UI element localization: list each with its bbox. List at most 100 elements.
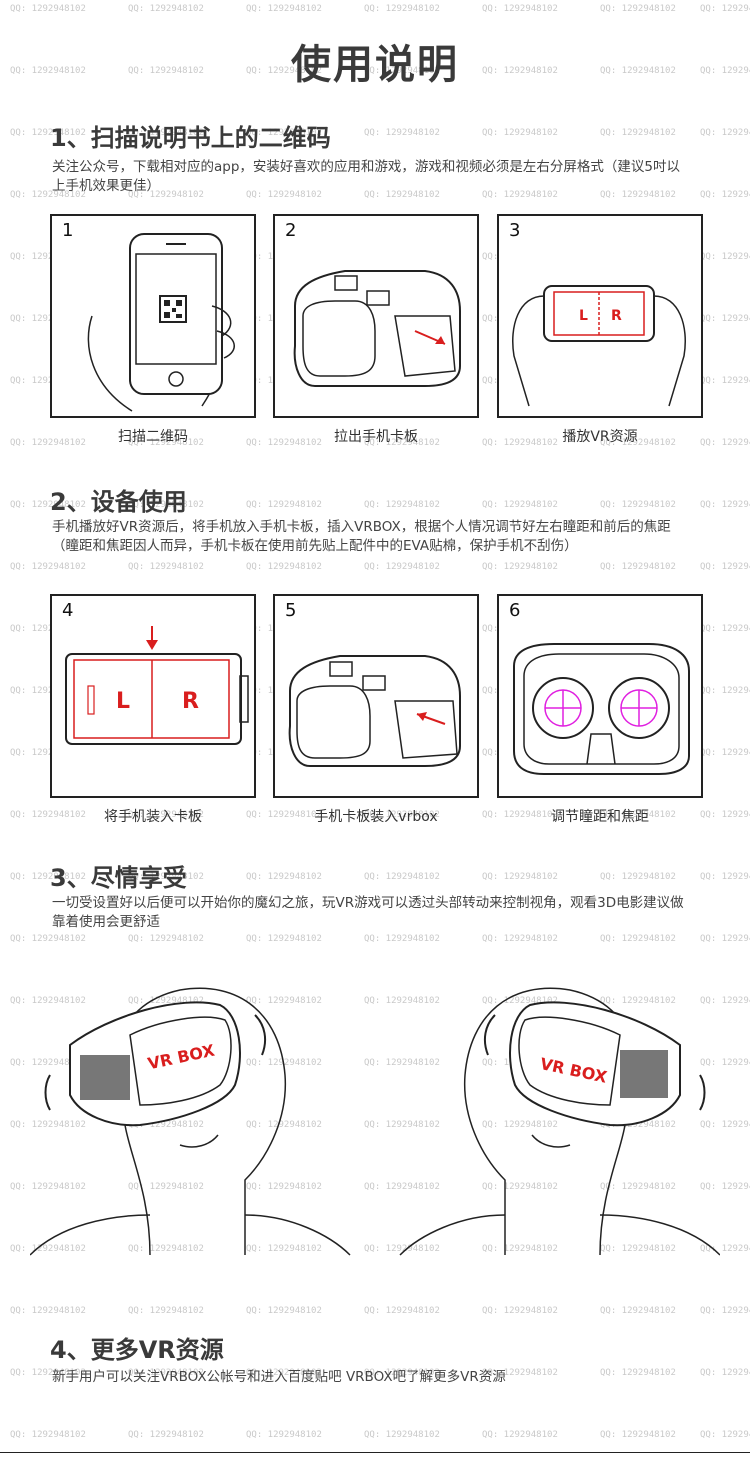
bottom-divider xyxy=(0,1452,750,1453)
watermark-text: QQ: 1292948102 xyxy=(600,4,676,14)
step-1-panel: 1 xyxy=(50,214,256,418)
step-6-panel: 6 xyxy=(497,594,703,798)
step-1-number: 1 xyxy=(62,220,74,241)
watermark-text: QQ: 1292948102 xyxy=(364,500,440,510)
watermark-text: QQ: 1292948102 xyxy=(10,4,86,14)
watermark-text: QQ: 1292948102 xyxy=(700,1368,750,1378)
headset-pull-tray-illustration xyxy=(293,270,461,387)
watermark-text: QQ: 1292948102 xyxy=(482,1306,558,1316)
watermark-text: QQ: 1292948102 xyxy=(364,872,440,882)
watermark-text: QQ: 1292948102 xyxy=(700,934,750,944)
watermark-text: QQ: 1292948102 xyxy=(246,562,322,572)
watermark-text: QQ: 1292948102 xyxy=(700,686,750,696)
step-2-caption: 拉出手机卡板 xyxy=(334,429,418,445)
watermark-text: QQ: 1292948102 xyxy=(700,252,750,262)
step-4-panel: 4 L R xyxy=(50,594,256,798)
watermark-text: QQ: 1292948102 xyxy=(700,438,750,448)
watermark-text: QQ: 1292948102 xyxy=(700,748,750,758)
step-1-caption: 扫描二维码 xyxy=(118,429,188,445)
section-3-text: 一切受设置好以后便可以开始你的魔幻之旅，玩VR游戏可以透过头部转动来控制视角，观… xyxy=(52,895,684,930)
watermark-text: QQ: 1292948102 xyxy=(700,190,750,200)
watermark-text: QQ: 1292948102 xyxy=(246,4,322,14)
watermark-text: QQ: 1292948102 xyxy=(364,128,440,138)
step-6-number: 6 xyxy=(509,600,521,621)
section-1-text: 关注公众号，下载相对应的app，安装好喜欢的应用和游戏，游戏和视频必须是左右分屏… xyxy=(52,159,680,194)
left-lens-icon xyxy=(544,689,582,727)
step-6-caption: 调节瞳距和焦距 xyxy=(551,809,649,825)
watermark-text: QQ: 1292948102 xyxy=(364,1306,440,1316)
right-head-vr-illustration: VR BOX xyxy=(399,987,720,1256)
watermark-text: QQ: 1292948102 xyxy=(482,500,558,510)
phone-landscape-split-illustration: L R xyxy=(512,285,686,407)
watermark-text: QQ: 1292948102 xyxy=(246,1306,322,1316)
watermark-text: QQ: 1292948102 xyxy=(700,314,750,324)
step-5-number: 5 xyxy=(285,600,297,621)
step-2-panel: 2 xyxy=(273,214,479,418)
watermark-text: QQ: 1292948102 xyxy=(700,624,750,634)
watermark-text: QQ: 1292948102 xyxy=(482,934,558,944)
watermark-text: QQ: 1292948102 xyxy=(700,810,750,820)
watermark-text: QQ: 1292948102 xyxy=(482,128,558,138)
watermark-text: QQ: 1292948102 xyxy=(364,1430,440,1440)
section-1-heading: 1、扫描说明书上的二维码 xyxy=(50,124,331,152)
right-eye-label: R xyxy=(611,308,622,324)
watermark-text: QQ: 1292948102 xyxy=(246,500,322,510)
watermark-text: QQ: 1292948102 xyxy=(700,128,750,138)
watermark-text: QQ: 1292948102 xyxy=(600,562,676,572)
step-4-number: 4 xyxy=(62,600,74,621)
watermark-text: QQ: 1292948102 xyxy=(246,1430,322,1440)
right-lens-icon xyxy=(620,689,658,727)
watermark-text: QQ: 1292948102 xyxy=(700,1306,750,1316)
qr-code-icon xyxy=(159,295,187,323)
watermark-text: QQ: 1292948102 xyxy=(600,500,676,510)
watermark-text: QQ: 1292948102 xyxy=(482,562,558,572)
section-4-text: 新手用户可以关注VRBOX公帐号和进入百度贴吧 VRBOX吧了解更多VR资源 xyxy=(52,1369,506,1385)
left-eye-label: L xyxy=(579,308,588,324)
watermark-text: QQ: 1292948102 xyxy=(246,934,322,944)
watermark-text: QQ: 1292948102 xyxy=(600,128,676,138)
page-title: 使用说明 xyxy=(291,42,459,88)
section-3-heading: 3、尽情享受 xyxy=(50,864,187,892)
watermark-text: QQ: 1292948102 xyxy=(128,1306,204,1316)
section-2-text: 手机播放好VR资源后，将手机放入手机卡板，插入VRBOX，根据个人情况调节好左右… xyxy=(52,519,671,554)
watermark-text: QQ: 1292948102 xyxy=(700,1430,750,1440)
left-head-vr-illustration: VR BOX xyxy=(30,987,351,1256)
watermark-text: QQ: 1292948102 xyxy=(482,4,558,14)
watermark-text: QQ: 1292948102 xyxy=(246,872,322,882)
step-5-panel: 5 xyxy=(273,594,479,798)
watermark-text: QQ: 1292948102 xyxy=(700,562,750,572)
step-4-caption: 将手机装入卡板 xyxy=(104,809,202,825)
watermark-text: QQ: 1292948102 xyxy=(482,872,558,882)
watermark-text: QQ: 1292948102 xyxy=(364,934,440,944)
section-2-heading: 2、设备使用 xyxy=(50,488,187,516)
watermark-text: QQ: 1292948102 xyxy=(128,4,204,14)
watermark-text: QQ: 1292948102 xyxy=(700,376,750,386)
watermark-text: QQ: 1292948102 xyxy=(128,1430,204,1440)
watermark-text: QQ: 1292948102 xyxy=(600,934,676,944)
watermark-text: QQ: 1292948102 xyxy=(10,562,86,572)
watermark-text: QQ: 1292948102 xyxy=(700,872,750,882)
watermark-text: QQ: 1292948102 xyxy=(482,1430,558,1440)
watermark-text: QQ: 1292948102 xyxy=(600,1306,676,1316)
section-4-heading: 4、更多VR资源 xyxy=(50,1336,224,1364)
watermark-text: QQ: 1292948102 xyxy=(700,500,750,510)
watermark-text: QQ: 1292948102 xyxy=(600,872,676,882)
tray-into-vrbox-illustration xyxy=(288,655,461,767)
watermark-text: QQ: 1292948102 xyxy=(128,562,204,572)
step-3-caption: 播放VR资源 xyxy=(562,429,638,445)
hand-phone-qr-illustration xyxy=(87,233,235,412)
watermark-text: QQ: 1292948102 xyxy=(10,934,86,944)
step-2-number: 2 xyxy=(285,220,297,241)
right-eye-label: R xyxy=(182,689,199,714)
watermark-text: QQ: 1292948102 xyxy=(364,4,440,14)
watermark-text: QQ: 1292948102 xyxy=(10,1306,86,1316)
watermark-text: QQ: 1292948102 xyxy=(600,1430,676,1440)
step-3-number: 3 xyxy=(509,220,521,241)
speaker-grille-icon xyxy=(80,1055,130,1100)
watermark-text: QQ: 1292948102 xyxy=(128,934,204,944)
watermark-text: QQ: 1292948102 xyxy=(364,562,440,572)
left-eye-label: L xyxy=(116,689,130,714)
lens-adjust-illustration xyxy=(513,643,690,775)
phone-into-tray-illustration: L R xyxy=(65,626,249,745)
watermark-text: QQ: 1292948102 xyxy=(10,1430,86,1440)
